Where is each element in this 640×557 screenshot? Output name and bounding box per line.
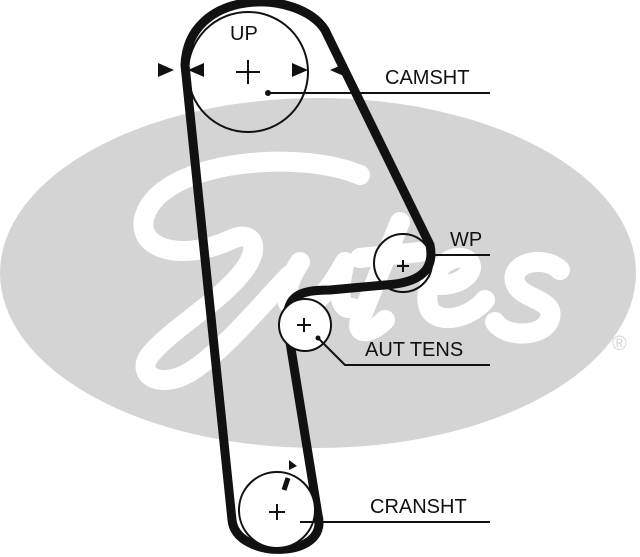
- inner-left-arrow-icon: [188, 63, 204, 77]
- watermark-ellipse: [0, 98, 636, 448]
- camshaft-pulley: UP CAMSHT: [158, 11, 490, 133]
- crankshaft-center-cross-icon: [269, 504, 285, 520]
- water-pump-callout-label: WP: [450, 229, 482, 251]
- camshaft-alignment-marks: [158, 63, 346, 77]
- gates-logo-script-icon: [133, 151, 570, 391]
- outer-right-arrow-icon: [330, 63, 346, 77]
- tensioner-callout-line: [317, 337, 490, 366]
- crankshaft-pulley: CRANSHT: [238, 460, 490, 549]
- camshaft-up-label: UP: [230, 23, 258, 45]
- camshaft-center-cross-icon: [236, 60, 260, 84]
- water-pump-center-cross-icon: [397, 260, 409, 272]
- crankshaft-callout-label: CRANSHT: [370, 496, 467, 518]
- trademark-symbol: ®: [612, 333, 627, 355]
- water-pump-pulley: WP: [373, 229, 490, 293]
- crankshaft-timing-mark-icon: [281, 477, 291, 491]
- outer-left-arrow-icon: [158, 63, 174, 77]
- inner-right-arrow-icon: [292, 63, 308, 77]
- tensioner-pulley: AUT TENS: [278, 298, 490, 366]
- crankshaft-timing-arrow-icon: [289, 460, 297, 470]
- camshaft-pulley-circle: [187, 11, 309, 133]
- camshaft-callout-label: CAMSHT: [385, 67, 469, 89]
- gates-watermark: ®: [0, 98, 636, 448]
- tensioner-callout-label: AUT TENS: [365, 339, 463, 361]
- tensioner-center-cross-icon: [297, 318, 311, 332]
- water-pump-pulley-circle: [373, 233, 433, 293]
- timing-belt: [180, 0, 436, 554]
